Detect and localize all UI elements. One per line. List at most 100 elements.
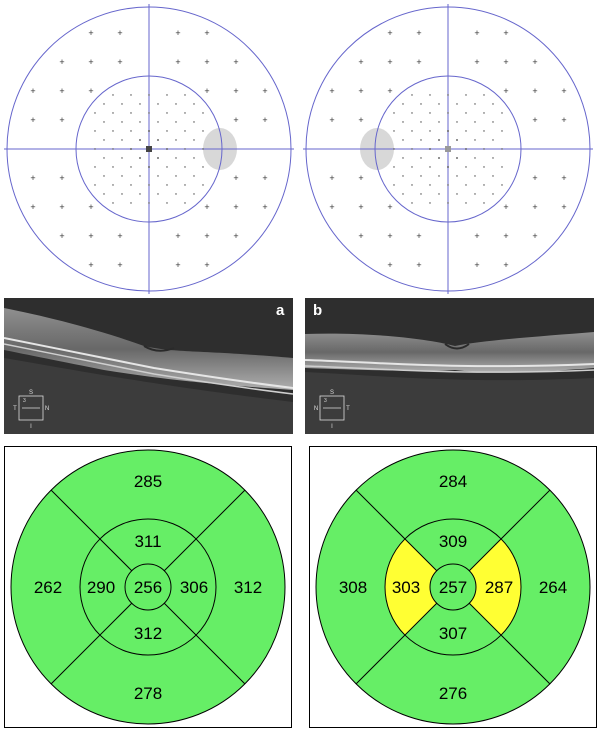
test-dot bbox=[103, 175, 105, 177]
test-dot bbox=[184, 184, 186, 186]
test-point: + bbox=[262, 202, 267, 212]
test-dot bbox=[139, 175, 141, 177]
test-dot bbox=[456, 157, 458, 159]
test-dot bbox=[411, 148, 413, 150]
test-dot bbox=[411, 184, 413, 186]
test-point: + bbox=[387, 57, 392, 67]
test-point: + bbox=[262, 115, 267, 125]
test-point: + bbox=[503, 57, 508, 67]
test-dot bbox=[157, 157, 159, 159]
test-dot bbox=[202, 112, 204, 114]
test-point: + bbox=[474, 231, 479, 241]
test-point: + bbox=[358, 57, 363, 67]
test-dot bbox=[483, 130, 485, 132]
test-point: + bbox=[117, 28, 122, 38]
test-dot bbox=[130, 148, 132, 150]
test-dot bbox=[139, 157, 141, 159]
test-point: + bbox=[532, 57, 537, 67]
test-dot bbox=[130, 166, 132, 168]
test-dot bbox=[148, 184, 150, 186]
test-point: + bbox=[117, 260, 122, 270]
test-dot bbox=[202, 166, 204, 168]
test-dot bbox=[429, 130, 431, 132]
inner-top-sector bbox=[99, 519, 197, 571]
test-dot bbox=[402, 121, 404, 123]
test-dot bbox=[465, 148, 467, 150]
test-dot bbox=[139, 193, 141, 195]
test-point: + bbox=[117, 57, 122, 67]
test-dot bbox=[193, 139, 195, 141]
test-dot bbox=[139, 103, 141, 105]
test-dot bbox=[148, 166, 150, 168]
test-dot bbox=[492, 157, 494, 159]
test-dot bbox=[193, 193, 195, 195]
test-dot bbox=[465, 112, 467, 114]
sector-divider bbox=[163, 602, 246, 685]
test-dot bbox=[103, 193, 105, 195]
test-dot bbox=[474, 121, 476, 123]
test-dot bbox=[447, 166, 449, 168]
test-dot bbox=[483, 112, 485, 114]
test-dot bbox=[438, 193, 440, 195]
test-point: + bbox=[358, 202, 363, 212]
svg-text:T: T bbox=[346, 406, 350, 412]
sector-divider bbox=[468, 602, 551, 685]
outer-bottom-thickness: 278 bbox=[134, 684, 162, 703]
test-dot bbox=[393, 184, 395, 186]
test-dot bbox=[202, 130, 204, 132]
test-dot bbox=[447, 94, 449, 96]
test-point: + bbox=[59, 231, 64, 241]
center-thickness: 256 bbox=[134, 578, 162, 597]
inner-bottom-thickness: 307 bbox=[439, 624, 467, 643]
test-dot bbox=[438, 157, 440, 159]
test-dot bbox=[112, 94, 114, 96]
test-dot bbox=[420, 103, 422, 105]
test-dot bbox=[420, 193, 422, 195]
test-dot bbox=[429, 184, 431, 186]
test-dot bbox=[420, 139, 422, 141]
test-dot bbox=[175, 157, 177, 159]
test-dot bbox=[420, 175, 422, 177]
test-dot bbox=[465, 166, 467, 168]
test-point: + bbox=[416, 260, 421, 270]
test-dot bbox=[420, 121, 422, 123]
oct-scan-b: b S I N T 3 bbox=[305, 298, 594, 434]
inner-right-thickness: 287 bbox=[485, 578, 513, 597]
test-point: + bbox=[532, 115, 537, 125]
sector-divider bbox=[468, 489, 551, 572]
test-dot bbox=[130, 112, 132, 114]
test-point: + bbox=[503, 28, 508, 38]
test-dot bbox=[184, 130, 186, 132]
inner-bottom-sector bbox=[404, 603, 502, 655]
inner-left-thickness: 303 bbox=[392, 578, 420, 597]
test-point: + bbox=[30, 202, 35, 212]
test-dot bbox=[483, 202, 485, 204]
test-dot bbox=[456, 103, 458, 105]
test-dot bbox=[501, 184, 503, 186]
test-dot bbox=[148, 94, 150, 96]
sector-divider bbox=[355, 489, 438, 572]
test-point: + bbox=[175, 260, 180, 270]
test-point: + bbox=[532, 202, 537, 212]
inner-top-sector bbox=[404, 519, 502, 571]
inner-right-sector bbox=[164, 538, 216, 636]
test-point: + bbox=[503, 86, 508, 96]
test-dot bbox=[501, 148, 503, 150]
test-dot bbox=[148, 202, 150, 204]
test-dot bbox=[393, 166, 395, 168]
test-dot bbox=[166, 166, 168, 168]
test-point: + bbox=[561, 202, 566, 212]
test-dot bbox=[465, 202, 467, 204]
test-point: + bbox=[329, 173, 334, 183]
test-dot bbox=[157, 193, 159, 195]
test-dot bbox=[438, 139, 440, 141]
test-dot bbox=[175, 175, 177, 177]
fixation-point bbox=[445, 146, 451, 152]
test-point: + bbox=[88, 260, 93, 270]
outer-left-thickness: 308 bbox=[339, 578, 367, 597]
test-dot bbox=[112, 148, 114, 150]
test-point: + bbox=[561, 173, 566, 183]
test-dot bbox=[184, 94, 186, 96]
test-dot bbox=[193, 121, 195, 123]
test-point: + bbox=[30, 115, 35, 125]
